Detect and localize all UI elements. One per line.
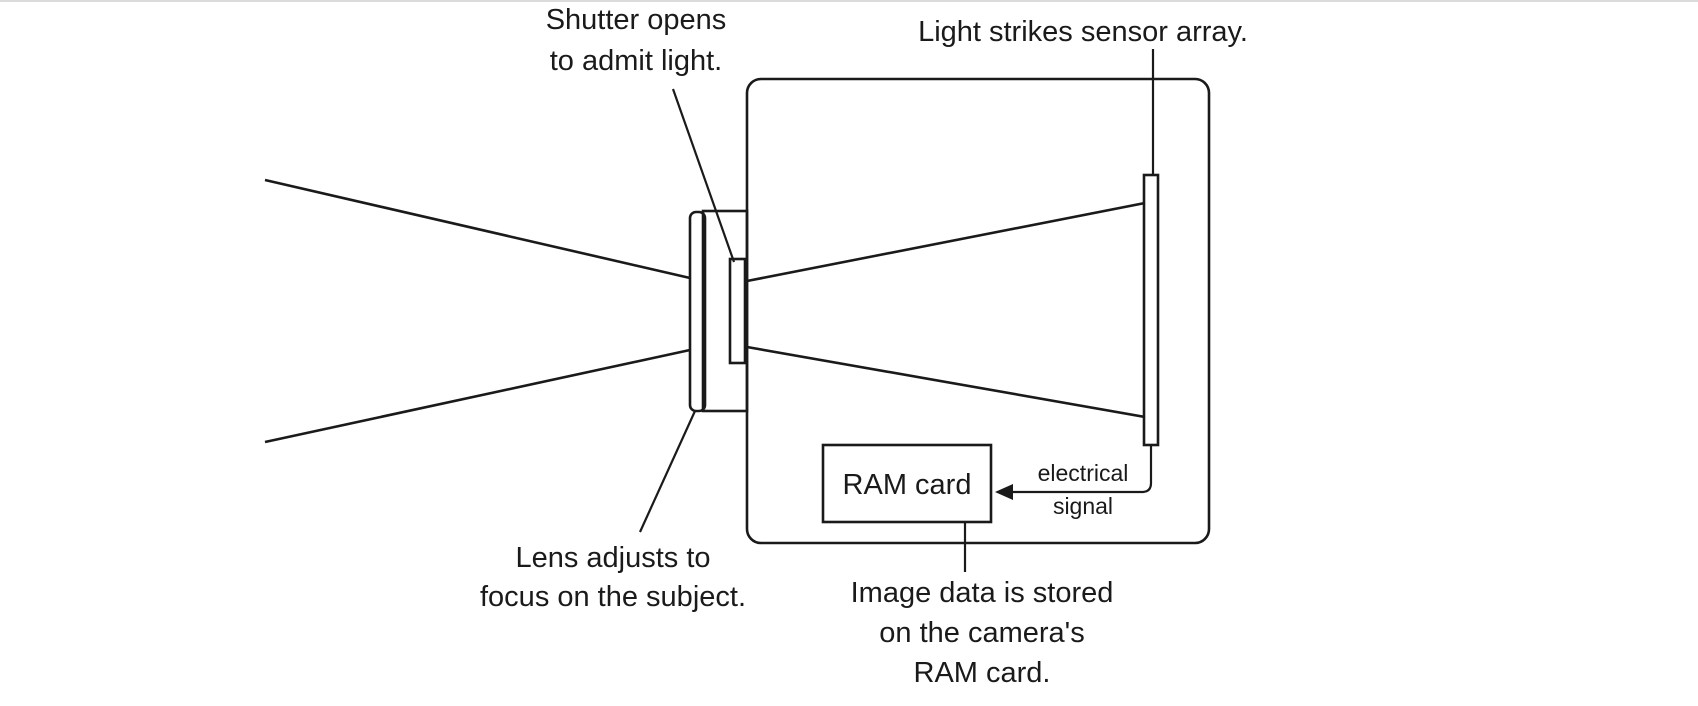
lens-leader — [638, 410, 697, 533]
signal-label-line2: signal — [1053, 493, 1113, 519]
sensor-array — [1142, 173, 1160, 447]
camera-body — [745, 77, 1211, 545]
shutter-label-line2: to admit light. — [550, 45, 722, 77]
lens — [688, 210, 707, 413]
storage-label-line2: on the camera's — [879, 617, 1084, 649]
shutter — [728, 257, 747, 365]
storage-label-line1: Image data is stored — [851, 577, 1114, 609]
ram-card-label: RAM card — [843, 469, 972, 501]
lens-label-line1: Lens adjusts to — [515, 542, 710, 574]
sensor-label: Light strikes sensor array. — [918, 16, 1248, 48]
signal-path — [1010, 445, 1153, 494]
incoming-ray-top — [264, 178, 691, 280]
shutter-label-line1: Shutter opens — [546, 4, 727, 36]
lens-label-line2: focus on the subject. — [480, 581, 746, 613]
lens-housing — [701, 209, 749, 413]
signal-label-line1: electrical — [1038, 460, 1129, 486]
incoming-ray-bottom — [264, 348, 691, 444]
signal-arrowhead — [995, 484, 1013, 500]
shutter-leader — [671, 88, 736, 263]
internal-ray-bottom — [746, 345, 1146, 419]
internal-ray-top — [746, 201, 1146, 283]
ram-card-box — [821, 443, 993, 524]
storage-label-line3: RAM card. — [914, 657, 1051, 689]
